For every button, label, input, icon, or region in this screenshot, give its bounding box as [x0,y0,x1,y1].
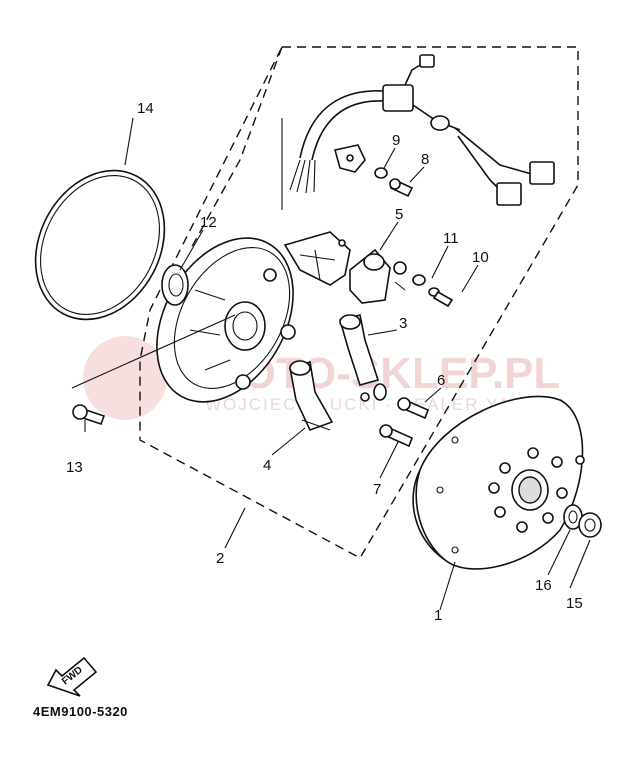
part-label-1: 1 [434,607,442,624]
part-label-15: 15 [566,595,583,612]
source-coil-3 [339,314,387,402]
fwd-arrow: FWD [46,656,98,697]
pickup-coil-part [349,248,391,304]
part-label-3: 3 [399,315,407,332]
part-label-6: 6 [437,372,445,389]
leader-lines [71,117,591,611]
part-label-13: 13 [66,459,83,476]
nut-15-part [578,512,602,538]
watermark-logo [83,336,167,420]
assembly-outline [139,46,579,559]
flywheel-rotor-part [412,395,585,570]
screw-6-part [397,397,430,420]
wire-clamp [334,144,366,173]
part-label-8: 8 [421,151,429,168]
seal-part [161,264,189,306]
coil-hardware [393,261,454,308]
part-label-11: 11 [443,230,459,247]
part-label-4: 4 [263,457,271,474]
part-label-10: 10 [472,249,489,266]
part-label-9: 9 [392,132,400,149]
pickup-bracket [283,231,351,286]
screw-13-part [72,404,106,426]
wiring-harness [281,54,555,210]
part-label-7: 7 [373,481,381,498]
part-label-16: 16 [535,577,552,594]
part-label-2: 2 [216,550,224,567]
source-coil-4 [289,360,334,432]
part-label-14: 14 [137,100,154,117]
part-label-5: 5 [395,206,403,223]
assembly-outline-inner [189,46,283,251]
part-label-12: 12 [200,214,217,231]
part-labels: 14 12 9 8 5 11 10 3 6 4 13 7 2 16 15 1 [66,100,583,624]
harness-hardware [374,167,414,198]
screw-7-part [379,424,414,448]
washer-16-part [563,504,583,530]
o-ring-part [34,169,166,321]
diagram-code: 4EM9100-5320 [33,704,128,719]
